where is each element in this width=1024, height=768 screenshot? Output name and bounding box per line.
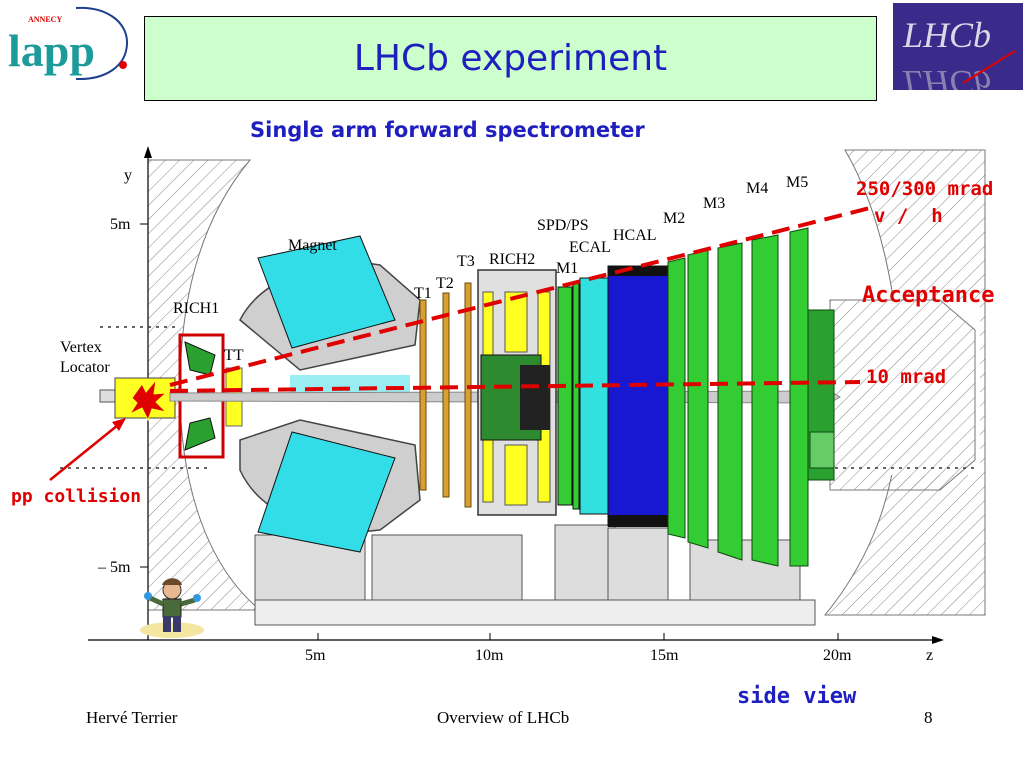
tt-label: TT bbox=[224, 347, 244, 364]
spd-ps-detector bbox=[572, 282, 580, 510]
lapp-logo-text: lapp bbox=[8, 25, 95, 76]
subtitle: Single arm forward spectrometer bbox=[250, 118, 645, 142]
pp-collision-arrow bbox=[49, 424, 119, 481]
z-tick-label: 5m bbox=[305, 647, 326, 664]
m3-label: M3 bbox=[703, 195, 725, 212]
rich1-label: RICH1 bbox=[173, 300, 219, 317]
angle-label: 250/300 mrad bbox=[856, 178, 994, 200]
z-tick-label: 20m bbox=[823, 647, 852, 664]
inner-angle-label: 10 mrad bbox=[866, 366, 947, 388]
outer-acceptance-line bbox=[169, 206, 871, 387]
hcal-detector bbox=[607, 265, 669, 527]
side-view-label: side view bbox=[737, 684, 857, 709]
collision-burst-icon bbox=[128, 378, 168, 422]
z-axis-label: z bbox=[926, 647, 933, 664]
y-tick-label: 5m bbox=[110, 216, 131, 233]
footer-page-number: 8 bbox=[924, 708, 933, 727]
t3-label: T3 bbox=[457, 253, 475, 270]
magnet bbox=[239, 235, 421, 553]
vertex-label: Vertex bbox=[60, 339, 102, 356]
hcal-label: HCAL bbox=[613, 227, 657, 244]
magnet-label: Magnet bbox=[288, 237, 337, 254]
cavern-walls bbox=[147, 149, 986, 616]
tracking-stations bbox=[419, 282, 472, 508]
page-title: LHCb experiment bbox=[353, 38, 668, 79]
lhcb-logo-slash-icon bbox=[962, 50, 1016, 84]
lapp-logo-dot-icon bbox=[119, 61, 127, 69]
lhcb-logo: LHCb LHCb bbox=[893, 3, 1023, 90]
m1-detector bbox=[557, 286, 573, 506]
acceptance-label: Acceptance bbox=[862, 283, 995, 308]
ecal-label: ECAL bbox=[569, 239, 611, 256]
t1-label: T1 bbox=[414, 285, 432, 302]
spd-ps-label: SPD/PS bbox=[537, 217, 589, 234]
angle-sub-label: v / h bbox=[874, 205, 943, 227]
m1-label: M1 bbox=[556, 260, 578, 277]
support-structures bbox=[99, 389, 816, 626]
lhcb-logo-text: LHCb bbox=[902, 15, 991, 55]
arrow-head-icon bbox=[112, 418, 126, 431]
lapp-logo-small-text: ANNECY bbox=[28, 15, 62, 24]
m4-label: M4 bbox=[746, 180, 768, 197]
lapp-logo: ANNECY lapp bbox=[8, 6, 129, 81]
lhcb-logo-reflection: LHCb bbox=[902, 63, 991, 90]
m2-label: M2 bbox=[663, 210, 685, 227]
pp-collision-label: pp collision bbox=[11, 486, 142, 507]
m5-label: M5 bbox=[786, 174, 808, 191]
muon-stations bbox=[667, 227, 835, 567]
ecal-detector bbox=[579, 277, 609, 515]
footer-author: Hervé Terrier bbox=[86, 708, 178, 727]
y-axis-label: y bbox=[124, 167, 132, 184]
inner-acceptance-line bbox=[169, 380, 861, 393]
footer-talk-title: Overview of LHCb bbox=[437, 708, 570, 727]
z-tick-label: 10m bbox=[475, 647, 504, 664]
z-tick-label: 15m bbox=[650, 647, 679, 664]
rich2-label: RICH2 bbox=[489, 251, 535, 268]
locator-label: Locator bbox=[60, 359, 110, 376]
worker-cartoon-icon bbox=[140, 578, 204, 638]
y-tick-label: – 5m bbox=[97, 559, 131, 576]
title-box: LHCb experiment bbox=[144, 16, 877, 101]
t2-label: T2 bbox=[436, 275, 454, 292]
vertex-locator bbox=[114, 377, 176, 422]
rich2 bbox=[477, 269, 557, 516]
